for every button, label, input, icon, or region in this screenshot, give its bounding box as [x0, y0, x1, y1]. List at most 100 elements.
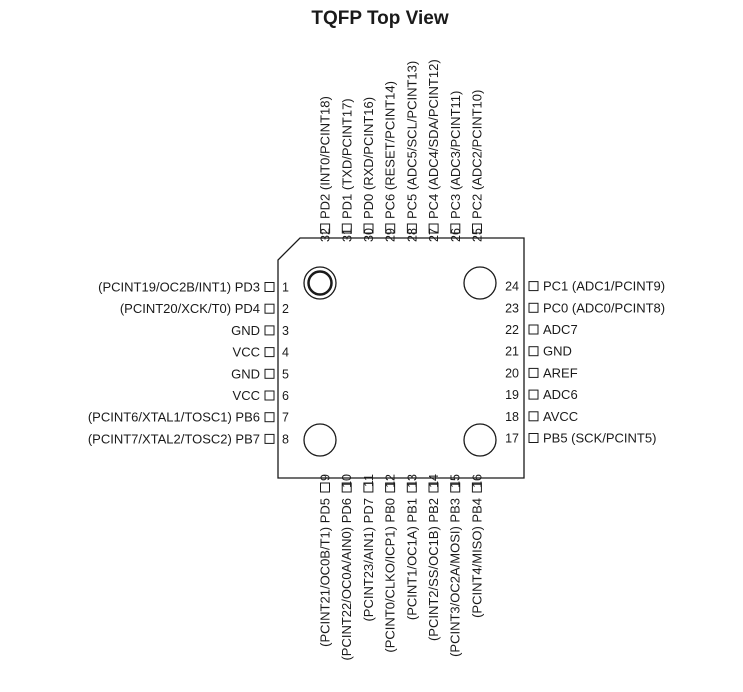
orientation-mark — [463, 266, 497, 300]
pin-number: 18 — [505, 410, 519, 424]
pin-number: 2 — [282, 302, 289, 316]
pin-number: 20 — [505, 366, 519, 380]
pin-number: 25 — [471, 228, 485, 242]
pin-number: 16 — [470, 474, 484, 488]
pin-label: GND — [231, 366, 260, 381]
pin-pad — [528, 302, 539, 313]
pin-pad — [264, 282, 275, 292]
pin-pad — [264, 303, 275, 314]
pin-number: 28 — [405, 228, 419, 242]
pin-pad — [472, 223, 482, 234]
pin-number: 23 — [505, 301, 519, 315]
pin-number: 14 — [427, 474, 441, 488]
pin-pad — [264, 325, 275, 336]
pin-number: 11 — [362, 474, 376, 487]
pin-pad — [528, 346, 539, 357]
pin-label: PC3 (ADC3/PCINT11) — [448, 91, 463, 219]
pin-number: 22 — [505, 323, 519, 337]
pin-number: 15 — [449, 474, 463, 488]
pin-pad — [341, 223, 352, 234]
pin-label: VCC — [233, 345, 260, 360]
pin-label: (PCINT3/OC2A/MOSI) PB3 — [448, 498, 463, 657]
pin-pad — [264, 433, 275, 444]
pin-label: GND — [231, 323, 260, 338]
pin-label: (PCINT19/OC2B/INT1) PD3 — [98, 280, 260, 295]
pin-pad — [320, 223, 331, 234]
pin-number: 8 — [282, 432, 289, 446]
pin-label: PC5 (ADC5/SCL/PCINT13) — [404, 61, 419, 219]
pin-label: ADC6 — [543, 387, 578, 402]
diagram-title: TQFP Top View — [311, 8, 448, 29]
pin-number: 29 — [384, 228, 398, 242]
pin-number: 17 — [505, 432, 519, 446]
orientation-mark — [303, 423, 337, 457]
pin-label: AREF — [543, 365, 578, 380]
pin-number: 1 — [282, 281, 289, 295]
pin-pad — [428, 482, 439, 493]
pin-label: (PCINT2/SS/OC1B) PB2 — [426, 498, 441, 641]
pin-number: 3 — [282, 324, 289, 338]
pin-pad — [341, 482, 352, 493]
orientation-mark — [463, 423, 497, 457]
pin-number: 4 — [282, 346, 289, 360]
pin-number: 26 — [449, 228, 463, 242]
pin-number: 7 — [282, 411, 289, 425]
pin-number: 9 — [319, 474, 333, 481]
pin-pad — [406, 482, 417, 493]
pin-pad — [264, 347, 275, 358]
pin-label: PC6 (RESET/PCINT14) — [383, 81, 398, 219]
pin-pad — [264, 368, 275, 379]
pin-label: (PCINT20/XCK/T0) PD4 — [120, 301, 260, 316]
pin-number: 21 — [505, 345, 519, 359]
pin-pad — [363, 482, 374, 493]
pin-pad — [528, 281, 539, 292]
pin-label: (PCINT1/OC1A) PB1 — [404, 498, 419, 620]
pin-number: 24 — [505, 280, 519, 294]
pin-pad — [264, 390, 275, 401]
pin-label: AVCC — [543, 409, 578, 424]
pin-label: PD1 (TXD/PCINT17) — [339, 98, 354, 219]
pin-label: (PCINT23/AIN1) PD7 — [361, 498, 376, 622]
pin-number: 19 — [505, 388, 519, 402]
pin-number: 27 — [427, 228, 441, 242]
pin-pad — [320, 482, 330, 493]
pin-pad — [264, 412, 275, 423]
pin-number: 5 — [282, 367, 289, 381]
pin-pad — [385, 482, 396, 493]
pin-layer: 1 (PCINT19/OC2B/INT1) PD3 2 (PCINT20/XCK/T0… — [88, 59, 665, 660]
pin-label: PC2 (ADC2/PCINT10) — [470, 90, 485, 219]
pin-label: (PCINT0/CLKO/ICP1) PB0 — [383, 498, 398, 653]
pin-pad — [528, 324, 539, 335]
pin-pad — [385, 223, 396, 234]
pin-label: VCC — [233, 388, 260, 403]
pin-label: GND — [543, 344, 572, 359]
pin-label: (PCINT6/XTAL1/TOSC1) PB6 — [88, 410, 260, 425]
pin-label: PD0 (RXD/PCINT16) — [361, 97, 376, 219]
pin-pad — [528, 411, 539, 422]
pin-pad — [528, 433, 539, 443]
pin-label: PD2 (INT0/PCINT18) — [318, 96, 333, 219]
pin-label: (PCINT21/OC0B/T1) PD5 — [318, 498, 333, 647]
pin-pad — [406, 223, 417, 234]
chip-package-outline — [277, 237, 525, 479]
pin-label: PC0 (ADC0/PCINT8) — [543, 300, 665, 315]
pin1-indicator — [303, 266, 337, 300]
pin-label: (PCINT7/XTAL2/TOSC2) PB7 — [88, 431, 260, 446]
pin-label: PC1 (ADC1/PCINT9) — [543, 279, 665, 294]
pin-number: 6 — [282, 389, 289, 403]
pin-pad — [363, 223, 374, 234]
pin-number: 12 — [384, 474, 398, 488]
pin-label: PB5 (SCK/PCINT5) — [543, 431, 656, 446]
pin-label: (PCINT22/OC0A/AIN0) PD6 — [339, 498, 354, 661]
pin-number: 30 — [362, 228, 376, 242]
pin-number: 32 — [319, 228, 333, 242]
pin-number: 10 — [340, 474, 354, 488]
pin-label: PC4 (ADC4/SDA/PCINT12) — [426, 59, 441, 219]
pin-pad — [428, 223, 439, 234]
pin-label: (PCINT4/MISO) PB4 — [469, 498, 484, 618]
pin-number: 13 — [405, 474, 419, 488]
pin-pad — [528, 367, 539, 378]
pin-pad — [450, 223, 461, 234]
pin-label: ADC7 — [543, 322, 578, 337]
